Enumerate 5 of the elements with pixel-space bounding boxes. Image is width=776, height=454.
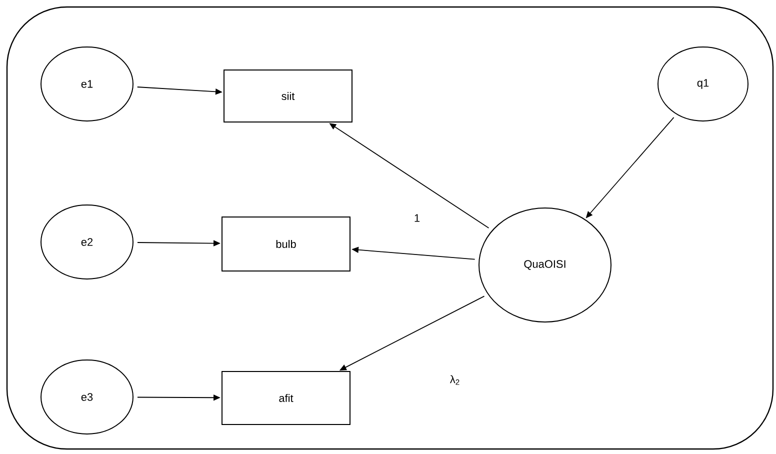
indicator-box: siit [224,70,352,122]
indicator-box: afit [222,371,350,425]
edge-label: 1 [412,213,422,223]
edge-label: λ$_{2}$ [448,374,462,386]
indicator-box: bulb [222,216,350,272]
